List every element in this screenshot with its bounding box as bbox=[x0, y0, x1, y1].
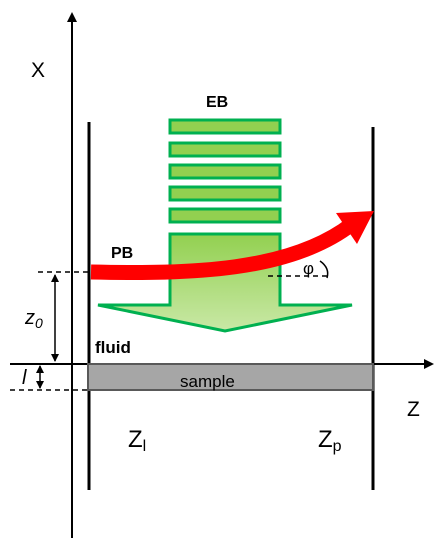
pb-arrowhead bbox=[336, 211, 374, 244]
eb-slab bbox=[168, 163, 282, 180]
eb-slab bbox=[168, 141, 282, 158]
eb-slab bbox=[168, 207, 282, 224]
z-axis-label: Z bbox=[407, 398, 420, 421]
z0-label: z0 bbox=[24, 307, 43, 331]
x-axis-label: X bbox=[31, 59, 45, 82]
zl-label: Zl bbox=[128, 426, 146, 455]
phi-label: φ bbox=[303, 259, 314, 278]
sample-label: sample bbox=[180, 372, 235, 391]
eb-slab-group bbox=[168, 118, 282, 224]
l-label: l bbox=[22, 367, 27, 389]
pb-label: PB bbox=[111, 245, 133, 262]
eb-slab bbox=[168, 185, 282, 202]
eb-slab bbox=[168, 118, 282, 135]
pb-beam bbox=[90, 218, 357, 280]
fluid-label: fluid bbox=[95, 338, 131, 357]
zp-label: Zp bbox=[318, 426, 342, 455]
phi-angle-arc bbox=[319, 260, 329, 279]
eb-label: EB bbox=[206, 94, 228, 111]
eb-arrow bbox=[97, 232, 353, 333]
sample-block bbox=[87, 363, 374, 391]
